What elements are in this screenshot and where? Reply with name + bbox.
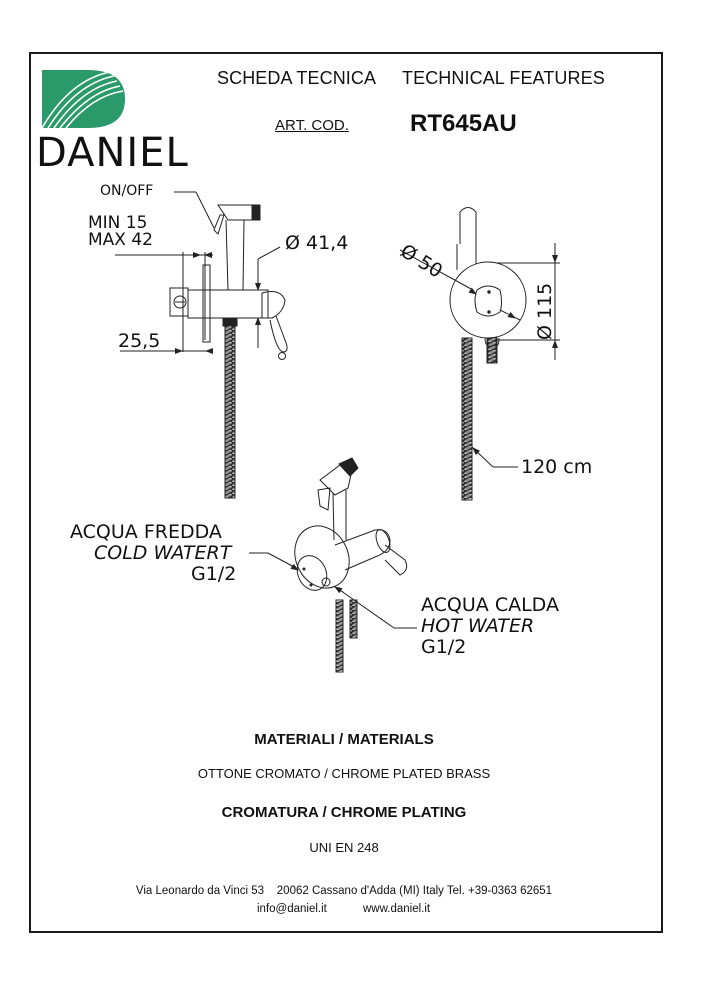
hot-thread-label: G1/2 [421, 636, 467, 658]
cold-water-en-label: COLD WATERT [94, 542, 232, 564]
plating-value: UNI EN 248 [309, 840, 379, 855]
art-cod-label: ART. COD. [275, 117, 349, 134]
diameter-115-label: Ø 115 [534, 282, 556, 340]
iso-view-drawing [249, 457, 417, 673]
materials-heading: MATERIALI / MATERIALS [254, 731, 434, 748]
depth-25-label: 25,5 [118, 330, 161, 352]
hot-water-it-label: ACQUA CALDA [421, 594, 559, 616]
cold-thread-label: G1/2 [191, 563, 237, 585]
materials-value: OTTONE CROMATO / CHROME PLATED BRASS [197, 766, 491, 781]
min-label: MIN 15 [88, 213, 148, 233]
cold-water-it-label: ACQUA FREDDA [70, 521, 222, 543]
plating-heading: CROMATURA / CHROME PLATING [221, 804, 467, 821]
footer-address: Via Leonardo da Vinci 53 20062 Cassano d… [135, 885, 553, 897]
diameter-41-label: Ø 41,4 [285, 232, 349, 254]
document-frame [29, 52, 663, 933]
art-cod-value: RT645AU [410, 110, 517, 137]
on-off-label: ON/OFF [100, 183, 154, 199]
hose-length-label: 120 cm [521, 456, 593, 478]
footer-website[interactable]: www.daniel.it [363, 903, 431, 915]
title-italian: SCHEDA TECNICA [217, 68, 377, 88]
side-view-drawing [115, 191, 288, 499]
footer-email[interactable]: info@daniel.it [257, 903, 327, 915]
title-english: TECHNICAL FEATURES [402, 68, 605, 88]
max-label: MAX 42 [88, 230, 153, 250]
brand-name: DANIEL [36, 130, 189, 176]
front-view-drawing [399, 207, 560, 501]
hot-water-en-label: HOT WATER [421, 615, 535, 637]
